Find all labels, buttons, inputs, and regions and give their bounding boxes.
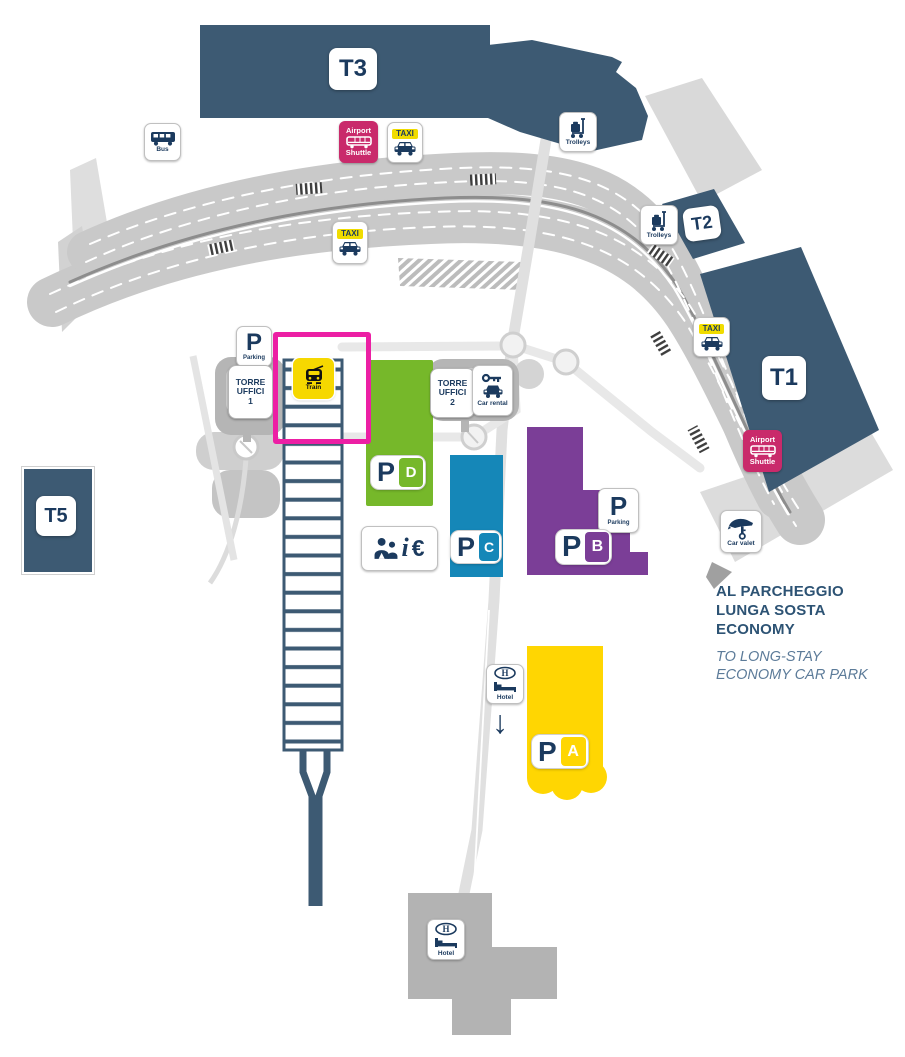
- car-rental-icon: [481, 374, 502, 399]
- car-valet-badge[interactable]: Car valet: [720, 510, 762, 553]
- parking-d-letter: D: [399, 458, 424, 487]
- trolley-icon: [652, 211, 666, 232]
- torre-uffici-2-label[interactable]: TORRE UFFICI 2: [430, 368, 475, 418]
- trolleys-label: Trolleys: [565, 139, 591, 147]
- terminal-t3-label[interactable]: T3: [329, 48, 377, 90]
- shuttle-bus-icon: [345, 135, 372, 148]
- terminal-t2-label[interactable]: T2: [681, 204, 723, 243]
- bus-stop-badge[interactable]: Bus: [144, 123, 181, 161]
- parking-d-badge[interactable]: P D: [371, 456, 426, 489]
- taxi-car-icon: [701, 336, 722, 351]
- taxi-badge-top[interactable]: TAXI: [387, 122, 423, 163]
- parking-p-letter: P: [457, 531, 476, 562]
- parking-c-badge[interactable]: P C: [451, 531, 502, 563]
- hotel-icon: H: [494, 666, 516, 693]
- hotel-label: Hotel: [496, 694, 514, 702]
- torre-uffici-1-label[interactable]: TORRE UFFICI 1: [228, 365, 273, 419]
- parking-p-letter: P: [245, 329, 262, 357]
- long-stay-it-line2: LUNGA SOSTA ECONOMY: [716, 601, 826, 638]
- long-stay-text-block: AL PARCHEGGIO LUNGA SOSTA ECONOMY TO LON…: [716, 583, 905, 685]
- rail-track-left: [299, 750, 316, 906]
- down-arrow-icon: ↓: [492, 704, 508, 740]
- taxi-badge-t1[interactable]: TAXI: [693, 317, 730, 357]
- taxi-sign: TAXI: [392, 129, 418, 139]
- train-station-highlight[interactable]: [273, 332, 371, 444]
- taxi-sign: TAXI: [698, 323, 725, 334]
- terminal-t5-label[interactable]: T5: [36, 496, 76, 536]
- car-rental-label: Car rental: [477, 400, 508, 408]
- taxi-car-icon: [394, 142, 416, 156]
- bus-label: Bus: [156, 145, 169, 153]
- parking-c-letter: C: [479, 533, 500, 561]
- crosswalks: [207, 173, 710, 454]
- trolleys-label: Trolleys: [646, 232, 672, 240]
- parking-p-letter: P: [538, 735, 557, 767]
- torre2-line2: UFFICI: [438, 387, 467, 398]
- hotel-label: Hotel: [437, 949, 455, 957]
- terminal-t1-label[interactable]: T1: [762, 356, 806, 400]
- trolley-icon: [571, 118, 585, 139]
- rail-track-right: [315, 750, 331, 906]
- terminal-t3-annex-building[interactable]: [488, 40, 648, 152]
- taxi-car-icon: [339, 242, 361, 256]
- trolleys-badge-t2[interactable]: Trolleys: [640, 205, 678, 245]
- hotel-icon: H: [435, 922, 457, 948]
- torre1-line2: UFFICI: [236, 386, 265, 397]
- train-icon: [305, 365, 323, 385]
- airport-shuttle-line1: Airport: [750, 434, 775, 444]
- walkway-nodes: [232, 331, 580, 461]
- airport-shuttle-line2: Shuttle: [749, 456, 776, 466]
- shuttle-bus-icon: [749, 444, 776, 457]
- parking-badge-top[interactable]: P Parking: [236, 326, 272, 367]
- car-valet-label: Car valet: [727, 539, 755, 547]
- hotel-building[interactable]: [408, 893, 557, 1035]
- parking-b-badge[interactable]: P B: [556, 530, 612, 564]
- svg-text:H: H: [442, 924, 449, 934]
- torre1-line3: 1: [248, 395, 253, 406]
- assistance-people-icon: [375, 537, 398, 559]
- airport-shuttle-badge-t1[interactable]: Airport Shuttle: [743, 430, 782, 472]
- trolleys-badge-top[interactable]: Trolleys: [559, 112, 597, 152]
- bus-icon: [150, 131, 175, 146]
- parking-p-letter: P: [562, 530, 582, 563]
- long-stay-en-line1: TO LONG-STAY: [716, 649, 822, 666]
- torre2-line3: 2: [450, 396, 455, 407]
- train-label: Train: [305, 384, 322, 392]
- long-stay-it-line1: AL PARCHEGGIO: [716, 583, 844, 600]
- hotel-badge-road[interactable]: H Hotel: [486, 664, 524, 704]
- parking-badge-purple[interactable]: P Parking: [598, 488, 639, 533]
- parking-a-badge[interactable]: P A: [532, 735, 588, 768]
- parking-label: Parking: [242, 354, 265, 361]
- parking-b-letter: B: [585, 532, 610, 562]
- long-stay-road-arrow: [706, 562, 732, 589]
- parking-a-letter: A: [560, 737, 586, 766]
- airport-shuttle-line2: Shuttle: [345, 147, 372, 157]
- airport-shuttle-badge-top[interactable]: Airport Shuttle: [339, 121, 378, 163]
- info-icon: i: [401, 533, 409, 563]
- long-stay-en-line2: ECONOMY CAR PARK: [716, 667, 868, 684]
- car-valet-icon: [727, 518, 753, 540]
- train-station-platform[interactable]: [282, 358, 344, 752]
- parking-label: Parking: [607, 519, 630, 526]
- taxi-badge-middle[interactable]: TAXI: [332, 221, 368, 264]
- torre2-line1: TORRE: [437, 377, 468, 388]
- taxi-sign: TAXI: [337, 229, 363, 239]
- train-station-badge[interactable]: Train: [293, 358, 334, 399]
- info-services-badge[interactable]: i €: [361, 526, 438, 571]
- currency-exchange-icon: €: [411, 535, 425, 562]
- parking-p-letter: P: [377, 457, 396, 488]
- parking-a-building[interactable]: [527, 646, 607, 800]
- car-rental-badge[interactable]: Car rental: [472, 365, 513, 416]
- svg-text:H: H: [501, 668, 508, 678]
- airport-shuttle-line1: Airport: [346, 125, 371, 135]
- torre1-line1: TORRE: [235, 376, 266, 387]
- parking-p-letter: P: [609, 491, 628, 522]
- hotel-badge-building[interactable]: H Hotel: [427, 919, 465, 960]
